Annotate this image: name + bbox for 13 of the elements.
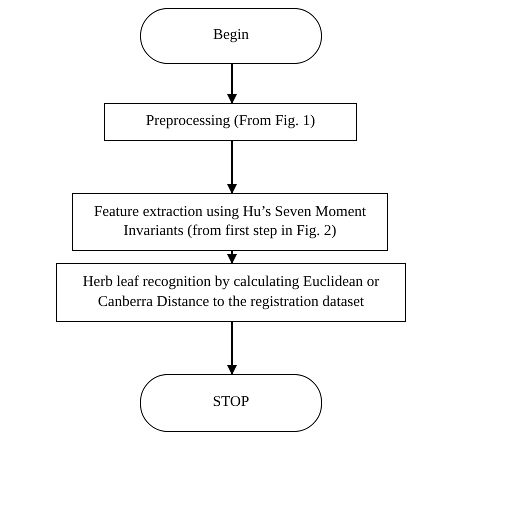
arrow bbox=[227, 322, 237, 375]
step-text: Feature extraction using Hu’s Seven Moment Invariants (from first step in Fig. 2) bbox=[92, 202, 368, 241]
process-box bbox=[104, 103, 357, 141]
step-text: Herb leaf recognition by calculating Euclidean or Canberra Distance to the registration dataset bbox=[82, 273, 380, 312]
process-box bbox=[72, 193, 388, 251]
step-text: Preprocessing (From Fig. 1) bbox=[146, 112, 316, 132]
process-box bbox=[56, 263, 406, 322]
arrow bbox=[227, 64, 237, 104]
arrow bbox=[227, 141, 237, 194]
step-text: Begin bbox=[213, 26, 249, 46]
terminal-shape bbox=[140, 374, 322, 432]
step-text: STOP bbox=[212, 393, 250, 412]
arrow bbox=[227, 251, 237, 264]
